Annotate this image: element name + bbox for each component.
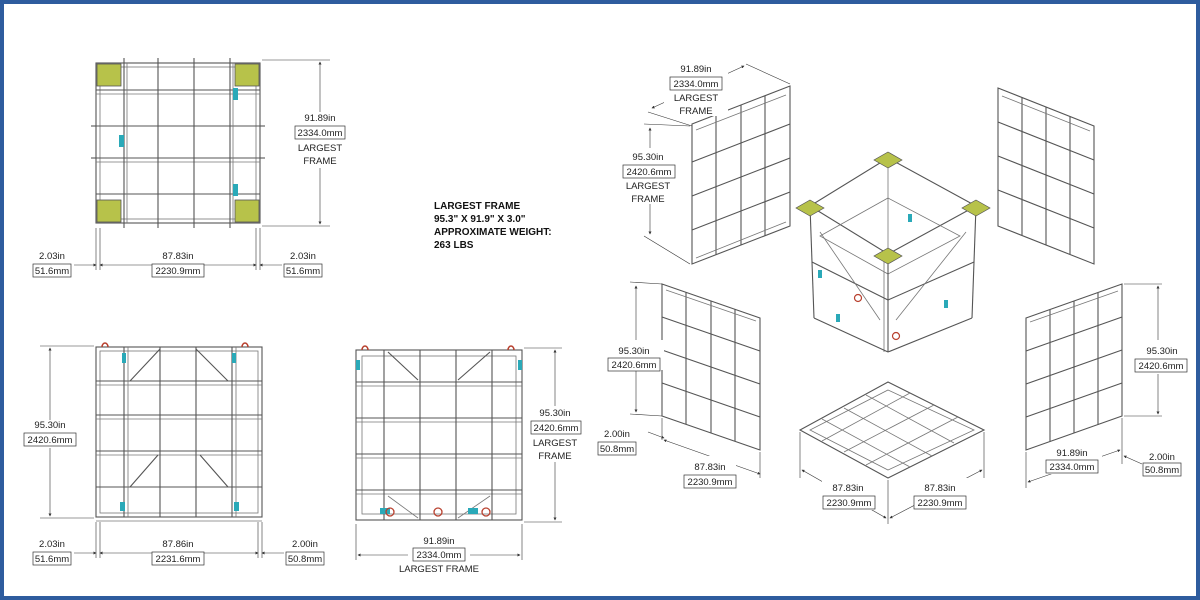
drawing-canvas: 91.89in 2334.0mm LARGEST FRAME 2.03in 51…: [22, 58, 1190, 575]
iso-tl-width-label-1: LARGEST: [674, 93, 719, 104]
iso-left-depth-mm: 50.8mm: [600, 444, 634, 455]
back-frame-drawing: [355, 345, 523, 521]
front-height-label-2: FRAME: [303, 156, 336, 167]
iso-top-right-view: [997, 87, 1095, 265]
front-right-in: 2.03in: [290, 251, 316, 262]
back-height-mm: 2420.6mm: [534, 423, 579, 434]
iso-left-height-in: 95.30in: [618, 346, 649, 357]
side-height-mm: 2420.6mm: [28, 435, 73, 446]
side-view: 95.30in 2420.6mm 2.03in 51.6mm 87.86in 2…: [22, 342, 325, 566]
iso-bottom-b-in: 87.83in: [924, 483, 955, 494]
iso-top-left-frame: [691, 85, 791, 265]
side-width-mm: 2231.6mm: [156, 554, 201, 565]
iso-left-height-mm: 2420.6mm: [612, 360, 657, 371]
note-line-3: APPROXIMATE WEIGHT:: [434, 227, 552, 238]
iso-right-depth-mm: 50.8mm: [1145, 465, 1179, 476]
front-left-mm: 51.6mm: [35, 266, 69, 277]
back-width-in: 91.89in: [423, 536, 454, 547]
iso-tl-width-mm: 2334.0mm: [674, 79, 719, 90]
iso-left-frame: [661, 283, 761, 451]
side-left-mm: 51.6mm: [35, 554, 69, 565]
iso-top-left-view: 91.89in 2334.0mm LARGEST FRAME 95.30in 2…: [622, 62, 791, 265]
iso-bottom-b-mm: 2230.9mm: [918, 498, 963, 509]
iso-bottom-a-mm: 2230.9mm: [827, 498, 872, 509]
iso-left-depth-in: 2.00in: [604, 429, 630, 440]
back-width-label: LARGEST FRAME: [399, 564, 479, 575]
iso-bottom-view: 87.83in 2230.9mm 87.83in 2230.9mm: [798, 381, 986, 524]
iso-left-width-in: 87.83in: [694, 462, 725, 473]
frame-note: LARGEST FRAME 95.3" X 91.9" X 3.0" APPRO…: [434, 201, 552, 251]
side-width-in: 87.86in: [162, 539, 193, 550]
iso-right-view: 95.30in 2420.6mm 91.89in 2334.0mm 2.00in…: [1025, 283, 1190, 488]
back-width-mm: 2334.0mm: [417, 550, 462, 561]
iso-right-width-mm: 2334.0mm: [1050, 462, 1095, 473]
front-height-label-1: LARGEST: [298, 143, 343, 154]
iso-tl-height-in: 95.30in: [632, 152, 663, 163]
iso-tl-width-label-2: FRAME: [679, 106, 712, 117]
back-height-label-2: FRAME: [538, 451, 571, 462]
iso-right-height-mm: 2420.6mm: [1139, 361, 1184, 372]
iso-right-depth-in: 2.00in: [1149, 452, 1175, 463]
front-view: 91.89in 2334.0mm LARGEST FRAME 2.03in 51…: [32, 58, 346, 278]
front-height-mm: 2334.0mm: [298, 128, 343, 139]
side-frame-drawing: [95, 342, 263, 522]
iso-right-frame: [1025, 283, 1123, 451]
iso-right-width-in: 91.89in: [1056, 448, 1087, 459]
front-width-in: 87.83in: [162, 251, 193, 262]
iso-tl-height-label-2: FRAME: [631, 194, 664, 205]
front-right-mm: 51.6mm: [286, 266, 320, 277]
iso-right-height-in: 95.30in: [1146, 346, 1177, 357]
back-view: 95.30in 2420.6mm LARGEST FRAME 91.89in 2…: [355, 345, 582, 575]
front-height-in: 91.89in: [304, 113, 335, 124]
iso-cube-assembly: [795, 151, 991, 353]
iso-left-view: 95.30in 2420.6mm 2.00in 50.8mm 87.83in 2…: [597, 281, 761, 489]
side-height-in: 95.30in: [34, 420, 65, 431]
note-line-1: LARGEST FRAME: [434, 201, 520, 212]
back-height-label-1: LARGEST: [533, 438, 578, 449]
side-left-in: 2.03in: [39, 539, 65, 550]
iso-tl-height-mm: 2420.6mm: [627, 167, 672, 178]
iso-bottom-frame: [798, 381, 986, 479]
note-line-4: 263 LBS: [434, 240, 474, 251]
iso-tl-height-label-1: LARGEST: [626, 181, 671, 192]
front-left-in: 2.03in: [39, 251, 65, 262]
side-right-in: 2.00in: [292, 539, 318, 550]
front-frame-drawing: [91, 58, 265, 228]
back-height-in: 95.30in: [539, 408, 570, 419]
front-width-mm: 2230.9mm: [156, 266, 201, 277]
iso-tl-width-in: 91.89in: [680, 64, 711, 75]
iso-bottom-a-in: 87.83in: [832, 483, 863, 494]
side-right-mm: 50.8mm: [288, 554, 322, 565]
note-line-2: 95.3" X 91.9" X 3.0": [434, 214, 526, 225]
iso-left-width-mm: 2230.9mm: [688, 477, 733, 488]
